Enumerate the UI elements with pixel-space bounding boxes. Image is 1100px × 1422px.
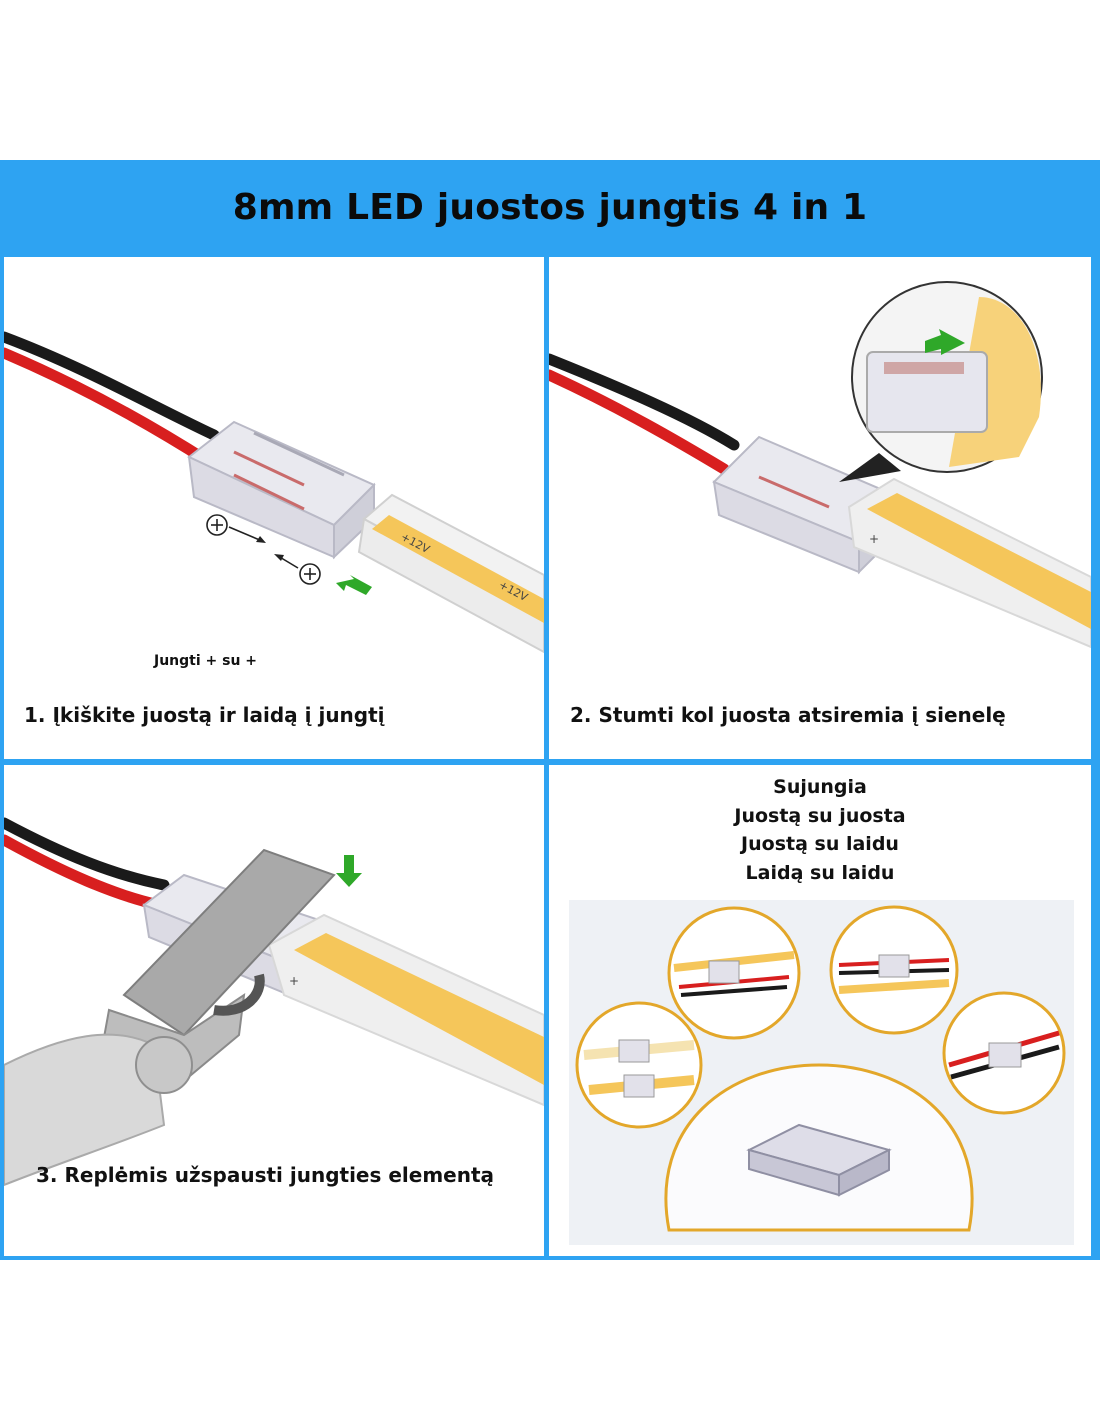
strip-to-strip-example: [575, 1001, 703, 1129]
option-strip-to-strip: Juostą su juosta: [734, 804, 906, 827]
step-2-caption: 2. Stumti kol juosta atsiremia į sienelę: [570, 703, 1006, 727]
option-wire-to-wire: Laidą su laidu: [745, 861, 895, 884]
connection-types-illustration: [569, 900, 1074, 1245]
arrow-icon: [228, 526, 266, 543]
plus-circle-icon: [299, 563, 321, 585]
red-wire: [4, 834, 165, 911]
magnifier-pointer: [839, 453, 901, 482]
pliers-icon: [4, 848, 336, 1187]
step-3-illustration: +: [4, 817, 544, 1187]
step-1-panel: +12V +12V: [4, 257, 544, 759]
infographic-frame: 8mm LED juostos jungtis 4 in 1 +12V: [0, 160, 1100, 1260]
green-arrow-icon: [336, 855, 362, 887]
step-2-panel: + 2. Stumti kol juosta atsiremia į siene…: [549, 257, 1091, 759]
connection-list: Sujungia Juostą su juosta Juostą su laid…: [549, 773, 1091, 887]
red-wire: [549, 369, 730, 475]
magnifier-icon: [851, 281, 1043, 473]
strip-print-plus: +: [869, 532, 879, 546]
led-strip: [357, 493, 544, 654]
strip-to-wire-example: [667, 906, 801, 1040]
wire-to-wire-example: [829, 905, 959, 1035]
connection-types-panel: Sujungia Juostą su juosta Juostą su laid…: [549, 765, 1091, 1256]
polarity-note: Jungti + su +: [154, 653, 258, 669]
led-strip: [267, 913, 544, 1107]
connector-product: [746, 1123, 892, 1197]
title-bar: 8mm LED juostos jungtis 4 in 1: [0, 160, 1100, 255]
option-strip-to-wire: Juostą su laidu: [741, 833, 899, 855]
red-wire: [4, 347, 215, 468]
led-strip: [847, 477, 1091, 649]
step-2-illustration: +: [549, 281, 1091, 649]
green-arrow-icon: [925, 329, 965, 355]
green-arrow-icon: [336, 575, 372, 595]
black-wire: [549, 353, 740, 451]
step-1-illustration: +12V +12V: [4, 331, 544, 654]
step-1-caption: 1. Įkiškite juostą ir laidą į jungtį: [24, 703, 385, 727]
cable-connector-example: [942, 991, 1066, 1115]
strip-print-plus: +: [289, 974, 299, 988]
arrow-icon: [274, 554, 299, 569]
step-3-panel: + 3. Replėmis užspausti jungties element…: [4, 765, 544, 1256]
page-title: 8mm LED juostos jungtis 4 in 1: [232, 187, 868, 228]
black-wire: [4, 817, 170, 891]
step-3-caption: 3. Replėmis užspausti jungties elementą: [36, 1163, 495, 1187]
connector: [187, 420, 376, 560]
black-wire: [4, 331, 220, 441]
connects-heading: Sujungia: [773, 776, 867, 798]
plus-circle-icon: [206, 514, 228, 536]
